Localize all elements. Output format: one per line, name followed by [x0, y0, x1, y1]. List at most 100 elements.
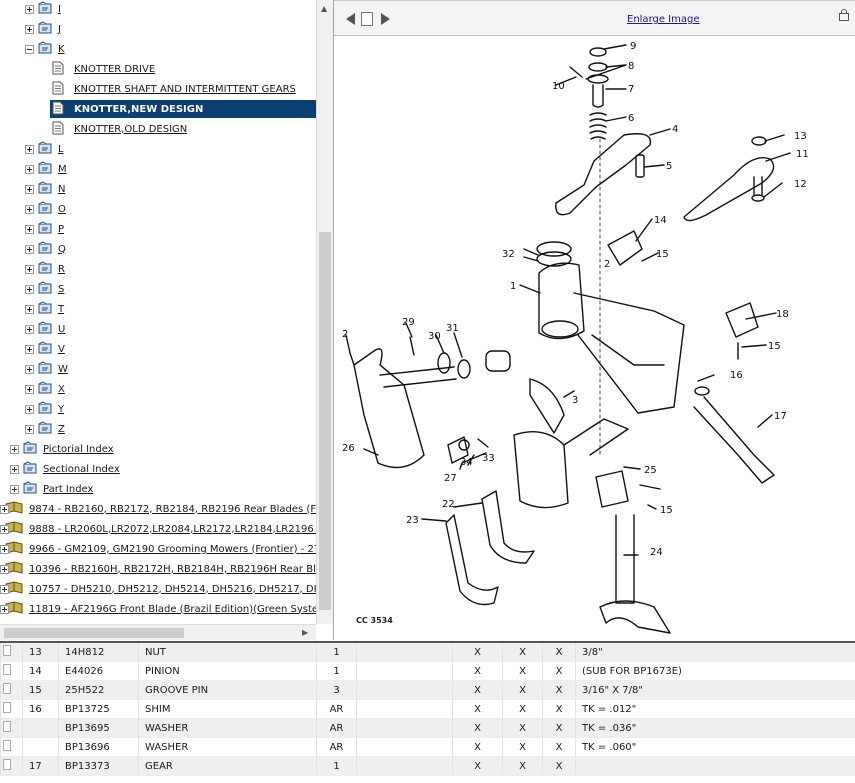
callout-2[interactable]: 2	[342, 329, 348, 340]
callout-8[interactable]: 8	[628, 61, 634, 72]
row-select-checkbox[interactable]	[3, 759, 11, 770]
tree-node-l-label[interactable]: L	[58, 144, 64, 155]
tree-node-p-label[interactable]: P	[58, 224, 64, 235]
tree-node-y[interactable]: Y	[25, 400, 64, 418]
tree-node-k-child-label[interactable]: KNOTTER SHAFT AND INTERMITTENT GEARS	[74, 84, 296, 95]
row-checkbox[interactable]	[1, 719, 23, 738]
tree-node-book[interactable]: 9874 - RB2160, RB2172, RB2184, RB2196 Re…	[0, 500, 334, 518]
tree-node-k-label[interactable]: K	[58, 44, 65, 55]
tree-node-k-child[interactable]: KNOTTER,OLD DESIGN	[52, 120, 187, 138]
callout-9[interactable]: 9	[630, 41, 636, 52]
expand-icon[interactable]	[0, 565, 9, 574]
callout-29[interactable]: 29	[402, 317, 415, 328]
scroll-thumb[interactable]	[319, 232, 331, 610]
tree-node-z-label[interactable]: Z	[58, 424, 65, 435]
callout-17[interactable]: 17	[774, 411, 787, 422]
tree-node-book-label[interactable]: 9874 - RB2160, RB2172, RB2184, RB2196 Re…	[29, 504, 334, 515]
tree-node-t[interactable]: T	[25, 300, 64, 318]
callout-5[interactable]: 5	[666, 161, 672, 172]
tree-node-index[interactable]: Pictorial Index	[10, 440, 114, 458]
scroll-right-arrow-icon[interactable]: ▶	[302, 628, 308, 638]
tree-node-index[interactable]: Part Index	[10, 480, 93, 498]
callout-15[interactable]: 15	[768, 341, 781, 352]
tree-node-k[interactable]: K	[25, 40, 65, 58]
tree-node-index-label[interactable]: Pictorial Index	[43, 444, 114, 455]
row-checkbox[interactable]	[1, 700, 23, 719]
callout-25[interactable]: 25	[644, 465, 657, 476]
tree-node-o-label[interactable]: O	[58, 204, 66, 215]
callout-13[interactable]: 13	[794, 131, 807, 142]
callout-16[interactable]: 16	[730, 370, 743, 381]
tree-node-r[interactable]: R	[25, 260, 65, 278]
row-select-checkbox[interactable]	[3, 740, 11, 751]
expand-icon[interactable]	[25, 145, 34, 154]
callout-27[interactable]: 27	[444, 473, 457, 484]
tree-node-book-label[interactable]: 9888 - LR2060L,LR2072,LR2084,LR2172,LR21…	[29, 524, 334, 535]
tree-node-k-child[interactable]: KNOTTER,NEW DESIGN	[50, 100, 318, 118]
callout-30[interactable]: 30	[428, 331, 441, 342]
tree-node-j-label[interactable]: J	[58, 24, 61, 35]
tree-node-v-label[interactable]: V	[58, 344, 65, 355]
row-select-checkbox[interactable]	[3, 702, 11, 713]
tree-node-book-label[interactable]: 10757 - DH5210, DH5212, DH5214, DH5216, …	[29, 584, 334, 595]
callout-1[interactable]: 1	[510, 281, 516, 292]
callout-7[interactable]: 7	[628, 84, 634, 95]
callout-34[interactable]: 34	[460, 457, 473, 468]
tree-node-index[interactable]: Sectional Index	[10, 460, 120, 478]
tree-node-k-child[interactable]: KNOTTER DRIVE	[52, 60, 155, 78]
enlarge-image-link[interactable]: Enlarge Image	[627, 14, 700, 25]
row-checkbox[interactable]	[1, 681, 23, 700]
row-select-checkbox[interactable]	[3, 664, 11, 675]
tree-node-i[interactable]: I	[25, 0, 61, 18]
tree-node-book[interactable]: 9888 - LR2060L,LR2072,LR2084,LR2172,LR21…	[0, 520, 334, 538]
callout-32[interactable]: 32	[502, 249, 515, 260]
expand-icon[interactable]	[25, 225, 34, 234]
callout-10[interactable]: 10	[552, 81, 565, 92]
callout-33[interactable]: 33	[482, 453, 495, 464]
expand-icon[interactable]	[0, 525, 9, 534]
row-checkbox[interactable]	[1, 662, 23, 681]
collapse-icon[interactable]	[25, 45, 34, 54]
tree-node-j[interactable]: J	[25, 20, 61, 38]
tree-node-s[interactable]: S	[25, 280, 64, 298]
tree-node-k-child-label[interactable]: KNOTTER DRIVE	[74, 64, 155, 75]
tree-node-q-label[interactable]: Q	[58, 244, 66, 255]
expand-icon[interactable]	[25, 345, 34, 354]
tree-node-book[interactable]: 10396 - RB2160H, RB2172H, RB2184H, RB219…	[0, 560, 334, 578]
tree-node-t-label[interactable]: T	[58, 304, 64, 315]
tree-node-n[interactable]: N	[25, 180, 65, 198]
expand-icon[interactable]	[0, 585, 9, 594]
expand-icon[interactable]	[25, 165, 34, 174]
tree-node-w[interactable]: W	[25, 360, 68, 378]
tree-node-k-child-label[interactable]: KNOTTER,OLD DESIGN	[74, 124, 187, 135]
tree-node-book[interactable]: 11819 - AF2196G Front Blade (Brazil Edit…	[0, 600, 334, 618]
tree-node-x-label[interactable]: X	[58, 384, 65, 395]
row-select-checkbox[interactable]	[3, 721, 11, 732]
tree-node-r-label[interactable]: R	[58, 264, 65, 275]
row-select-checkbox[interactable]	[3, 683, 11, 694]
callout-4[interactable]: 4	[672, 124, 678, 135]
tree-node-k-child[interactable]: KNOTTER SHAFT AND INTERMITTENT GEARS	[52, 80, 296, 98]
row-select-checkbox[interactable]	[3, 645, 11, 656]
callout-31[interactable]: 31	[446, 323, 459, 334]
callout-11[interactable]: 11	[796, 149, 809, 160]
expand-icon[interactable]	[25, 185, 34, 194]
callout-15[interactable]: 15	[656, 249, 669, 260]
tree-node-o[interactable]: O	[25, 200, 66, 218]
expand-icon[interactable]	[10, 465, 19, 474]
tree-node-s-label[interactable]: S	[58, 284, 64, 295]
tree-node-k-child-label[interactable]: KNOTTER,NEW DESIGN	[74, 104, 203, 115]
expand-icon[interactable]	[25, 205, 34, 214]
row-checkbox[interactable]	[1, 757, 23, 776]
tree-node-q[interactable]: Q	[25, 240, 66, 258]
tree-node-book[interactable]: 9966 - GM2109, GM2190 Grooming Mowers (F…	[0, 540, 334, 558]
callout-2[interactable]: 2	[604, 259, 610, 270]
tree-node-m-label[interactable]: M	[58, 164, 67, 175]
tree-horizontal-scrollbar[interactable]: ▶	[0, 624, 316, 640]
tree-node-book-label[interactable]: 10396 - RB2160H, RB2172H, RB2184H, RB219…	[29, 564, 334, 575]
callout-26[interactable]: 26	[342, 443, 355, 454]
tree-node-index-label[interactable]: Part Index	[43, 484, 93, 495]
